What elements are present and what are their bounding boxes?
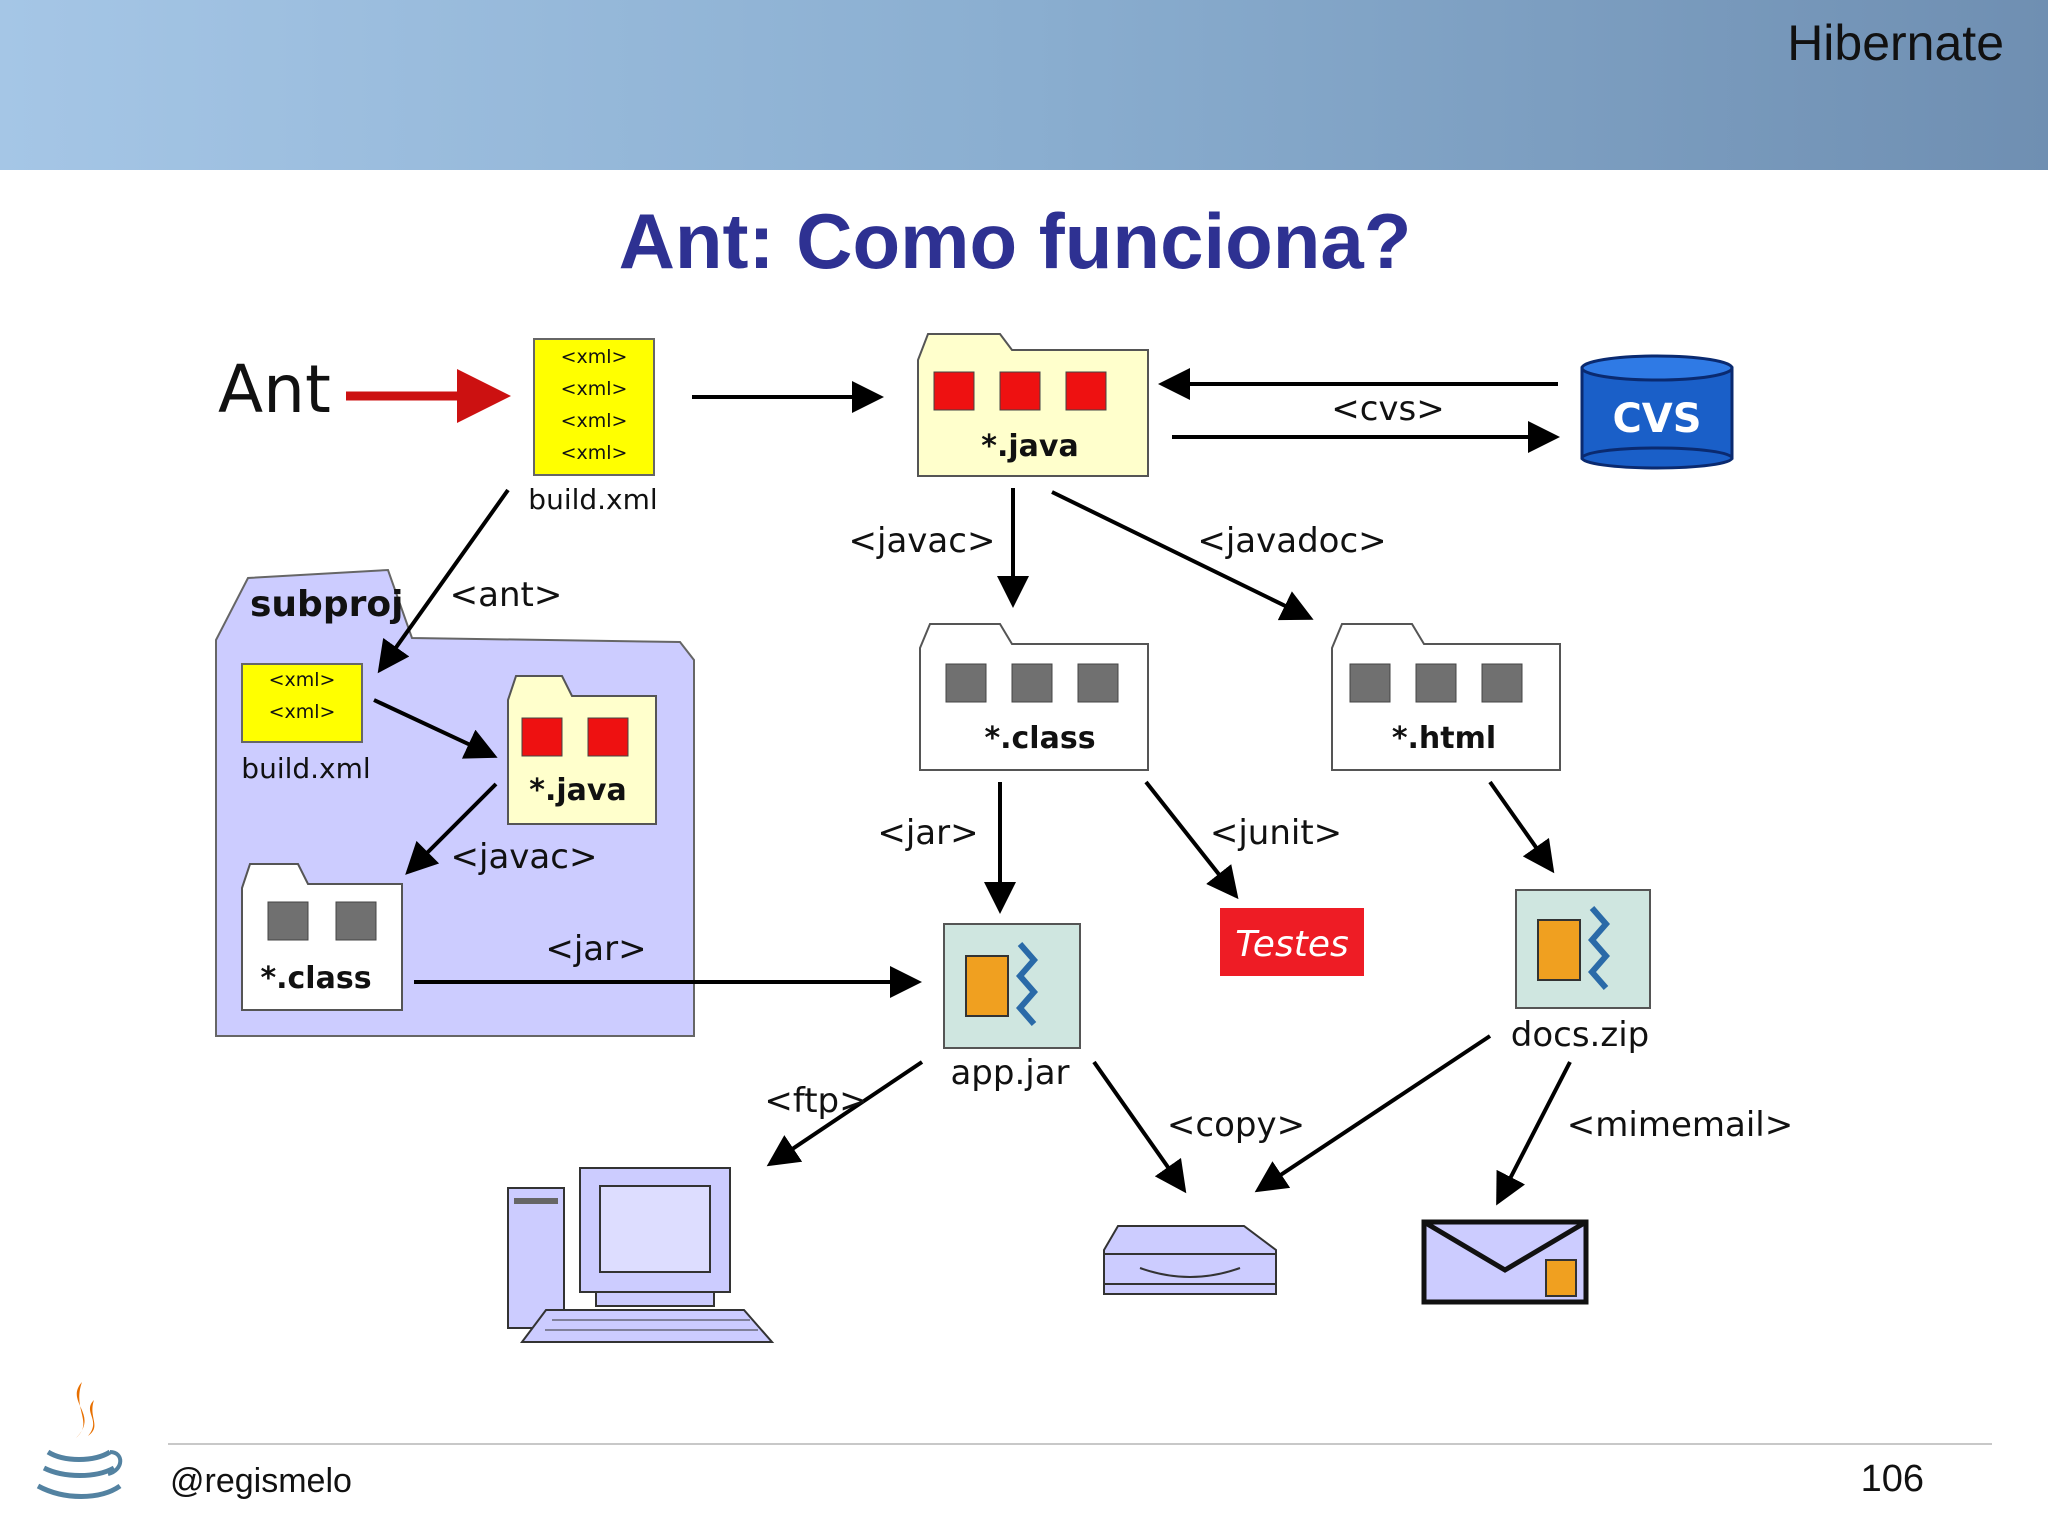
- junit-task-label: <junit>: [1210, 813, 1342, 853]
- arrow-sub-build-to-java: [373, 698, 498, 759]
- class-file-square: [1077, 663, 1119, 703]
- html-file-square: [1349, 663, 1391, 703]
- arrow-jar-to-computer: [766, 1060, 924, 1167]
- html-files-label: *.html: [1392, 721, 1496, 756]
- java-file-square: [999, 371, 1041, 411]
- java-files-label: *.java: [981, 429, 1078, 464]
- zipper-icon: [1588, 906, 1610, 990]
- java-file-square: [933, 371, 975, 411]
- sub-class-file-square: [267, 901, 309, 941]
- class-file-square: [1011, 663, 1053, 703]
- cvs-label: CVS: [1612, 396, 1701, 442]
- ant-label: Ant: [218, 351, 331, 428]
- sub-class-label: *.class: [260, 961, 371, 996]
- sub-java-file-square: [587, 717, 629, 757]
- sub-class-folder-icon: [241, 863, 403, 1011]
- class-files-label: *.class: [984, 721, 1095, 756]
- footer-divider: [168, 1443, 1992, 1445]
- arrow-docs-to-drive: [1254, 1034, 1492, 1193]
- javadoc-task-label: <javadoc>: [1197, 521, 1386, 561]
- arrow-java-to-html: [1051, 490, 1314, 621]
- page-number: 106: [1860, 1458, 1924, 1500]
- computer-icon: [507, 1167, 775, 1343]
- testes-label: Testes: [1235, 924, 1348, 965]
- javac-task-label: <javac>: [849, 521, 996, 561]
- sub-class-file-square: [335, 901, 377, 941]
- mimemail-task-label: <mimemail>: [1567, 1105, 1793, 1145]
- arrow-html-to-docs: [1488, 780, 1555, 874]
- cvs-database-top: [1580, 354, 1734, 382]
- sub-java-folder-icon: [507, 675, 657, 825]
- header-title: Hibernate: [1787, 15, 2004, 71]
- ant-task-label: <ant>: [450, 575, 563, 615]
- zipper-icon: [1016, 942, 1038, 1026]
- app-jar-icon: [943, 923, 1081, 1049]
- xml-line: <xml>: [561, 442, 628, 464]
- copy-task-label: <copy>: [1167, 1105, 1305, 1145]
- xml-line: <xml>: [561, 378, 628, 400]
- archive-cabinet-icon: [965, 955, 1009, 1017]
- class-file-square: [945, 663, 987, 703]
- email-envelope-icon: [1421, 1219, 1589, 1305]
- jar-task-label: <jar>: [877, 813, 978, 853]
- xml-line: <xml>: [561, 410, 628, 432]
- archive-cabinet-icon: [1537, 919, 1581, 981]
- arrow-class-to-testes: [1144, 780, 1239, 900]
- arrow-sub-java-to-class: [405, 782, 498, 875]
- build-xml-icon: [533, 338, 655, 476]
- java-file-square: [1065, 371, 1107, 411]
- html-file-square: [1415, 663, 1457, 703]
- sub-build-xml-icon: [241, 663, 363, 743]
- cvs-database-bottom: [1580, 446, 1734, 470]
- docs-zip-icon: [1515, 889, 1651, 1009]
- html-file-square: [1481, 663, 1523, 703]
- ftp-task-label: <ftp>: [764, 1081, 867, 1121]
- sub-xml-line: <xml>: [269, 701, 336, 723]
- sub-jar-label: <jar>: [545, 929, 646, 969]
- cvs-database-icon: [1580, 366, 1734, 460]
- sub-java-label: *.java: [529, 773, 626, 808]
- sub-build-xml-label: build.xml: [241, 752, 370, 785]
- java-logo-icon: [36, 1382, 123, 1499]
- app-jar-label: app.jar: [950, 1053, 1069, 1093]
- xml-line: <xml>: [561, 346, 628, 368]
- subproj-label: subproj: [250, 584, 403, 625]
- slide-title: Ant: Como funciona?: [618, 197, 1412, 285]
- docs-zip-label: docs.zip: [1511, 1015, 1649, 1055]
- footer-author: @regismelo: [170, 1462, 352, 1500]
- sub-java-file-square: [521, 717, 563, 757]
- disk-drive-icon: [1103, 1225, 1277, 1295]
- testes-badge: [1220, 908, 1364, 976]
- header-bar: Hibernate: [0, 0, 2048, 170]
- sub-javac-label: <javac>: [451, 837, 598, 877]
- arrow-jar-to-drive: [1092, 1060, 1187, 1194]
- arrow-docs-to-email: [1496, 1061, 1572, 1206]
- cvs-task-label: <cvs>: [1331, 389, 1445, 429]
- build-xml-label: build.xml: [528, 483, 657, 516]
- arrow-build-to-subproj: [377, 488, 510, 674]
- sub-xml-line: <xml>: [269, 669, 336, 691]
